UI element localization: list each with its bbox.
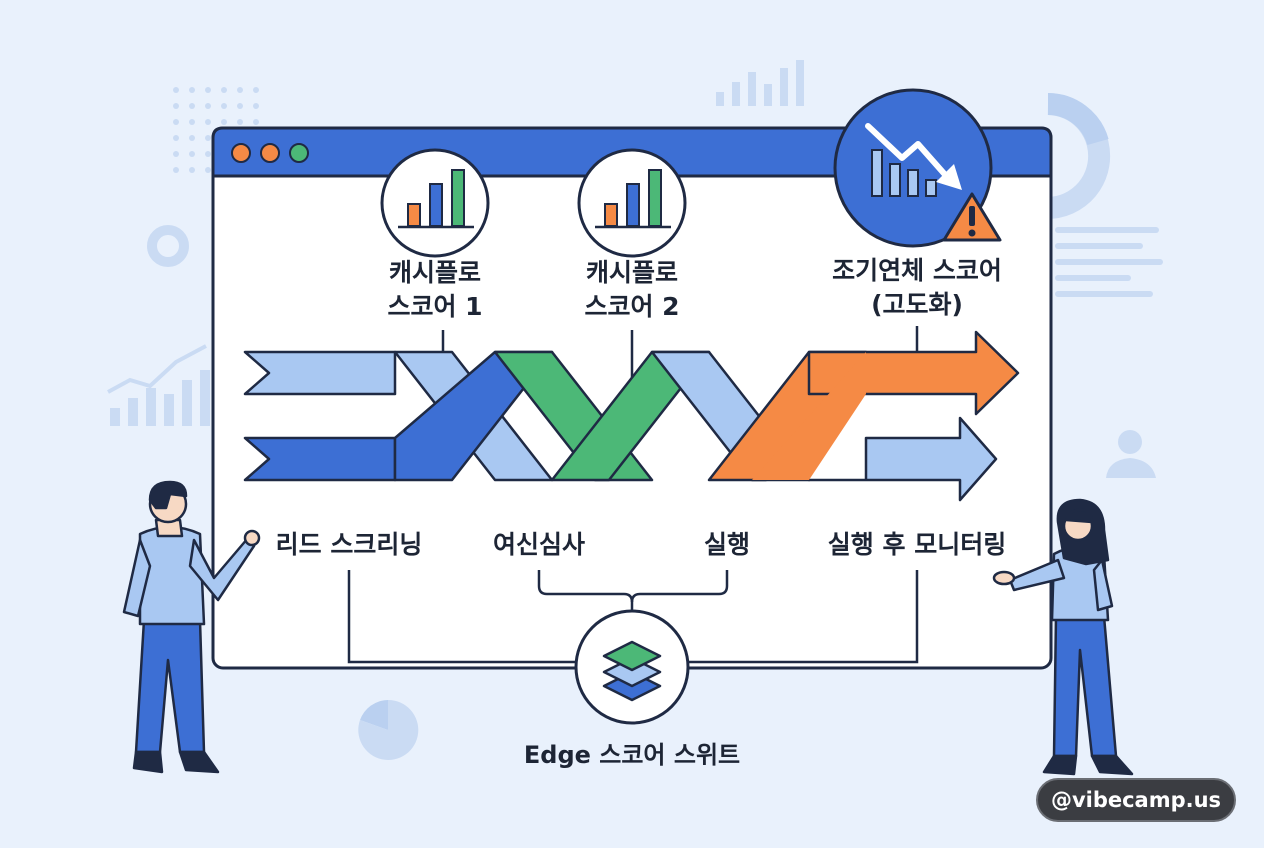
person-left-illustration bbox=[122, 480, 261, 774]
ribbon-blue-cross bbox=[393, 350, 554, 482]
cashflow1-label-line2: 스코어 1 bbox=[387, 292, 483, 321]
stage-lead-screening: 리드 스크리닝 bbox=[275, 530, 423, 559]
window-dot-orange bbox=[231, 143, 251, 163]
layers-icon bbox=[574, 609, 690, 725]
watermark-badge: @vibecamp.us bbox=[1036, 778, 1236, 822]
cashflow2-label-line2: 스코어 2 bbox=[584, 292, 680, 321]
suite-label: Edge 스코어 스위트 bbox=[523, 741, 741, 769]
declining-chart-icon bbox=[833, 88, 993, 248]
ribbon-light-start bbox=[243, 350, 397, 396]
stage-execution: 실행 bbox=[703, 530, 751, 559]
stage-credit-review: 여신심사 bbox=[492, 530, 586, 559]
early-delinquency-label-line1: 조기연체 스코어 bbox=[832, 256, 1002, 285]
early-delinquency-label: 조기연체 스코어 (고도화) bbox=[832, 254, 1002, 322]
cashflow2-label: 캐시플로 스코어 2 bbox=[584, 256, 679, 324]
cashflow1-label: 캐시플로 스코어 1 bbox=[387, 256, 482, 324]
ribbon-light-arrow bbox=[807, 416, 998, 502]
early-delinquency-label-line2: (고도화) bbox=[871, 290, 963, 319]
braid-ribbons bbox=[243, 330, 1020, 502]
ribbon-blue-start bbox=[243, 436, 397, 482]
cashflow2-icon bbox=[577, 148, 687, 258]
cashflow2-label-line1: 캐시플로 bbox=[585, 258, 679, 287]
warning-icon bbox=[942, 192, 1002, 242]
window-dot-orange-2 bbox=[260, 143, 280, 163]
stage-post-monitoring: 실행 후 모니터링 bbox=[827, 530, 1007, 559]
person-right-illustration bbox=[992, 498, 1134, 776]
cashflow1-label-line1: 캐시플로 bbox=[388, 258, 482, 287]
window-dot-green bbox=[289, 143, 309, 163]
cashflow1-icon bbox=[380, 148, 490, 258]
